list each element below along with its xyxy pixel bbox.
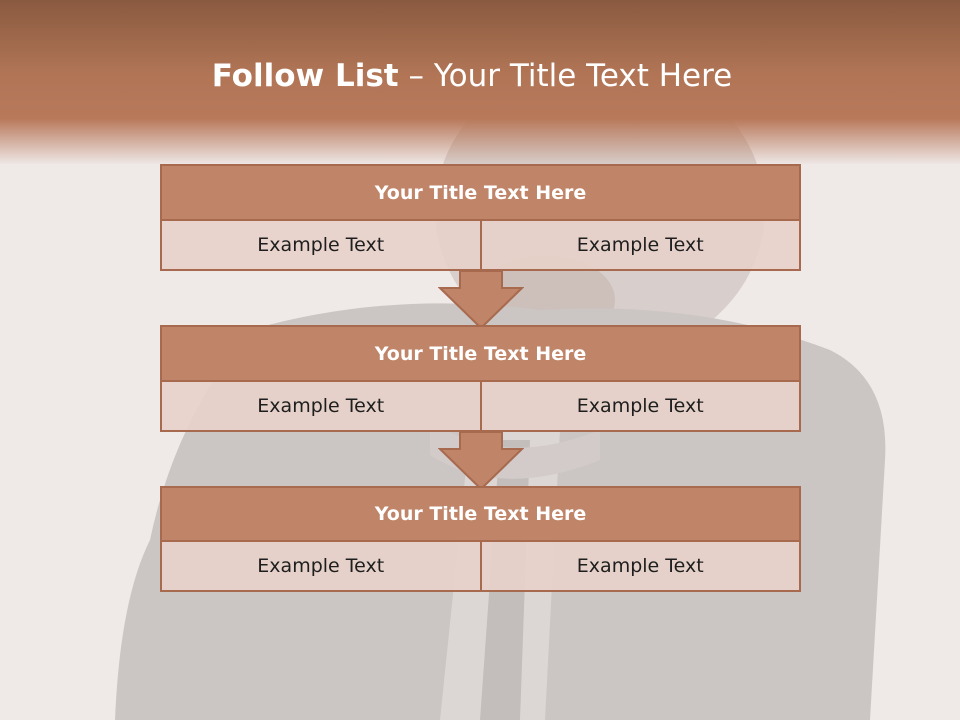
block-cell-left: Example Text (162, 382, 480, 430)
list-block-3: Your Title Text Here Example Text Exampl… (160, 486, 801, 592)
block-cells: Example Text Example Text (160, 221, 801, 271)
slide-title-rest: – Your Title Text Here (398, 58, 733, 94)
block-cells: Example Text Example Text (160, 542, 801, 592)
block-title: Your Title Text Here (160, 164, 801, 221)
block-cells: Example Text Example Text (160, 382, 801, 432)
slide-title: Follow List – Your Title Text Here (0, 54, 944, 98)
down-arrow-icon (438, 270, 524, 330)
list-block-2: Your Title Text Here Example Text Exampl… (160, 325, 801, 432)
block-cell-right: Example Text (479, 382, 799, 430)
block-cell-right: Example Text (479, 221, 799, 269)
block-cell-right: Example Text (479, 542, 799, 590)
slide-title-bold: Follow List (211, 58, 399, 94)
block-title: Your Title Text Here (160, 486, 801, 542)
list-block-1: Your Title Text Here Example Text Exampl… (160, 164, 801, 271)
block-cell-left: Example Text (162, 221, 480, 269)
block-cell-left: Example Text (162, 542, 480, 590)
header-band (0, 0, 960, 165)
block-title: Your Title Text Here (160, 325, 801, 382)
down-arrow-icon (438, 431, 524, 491)
